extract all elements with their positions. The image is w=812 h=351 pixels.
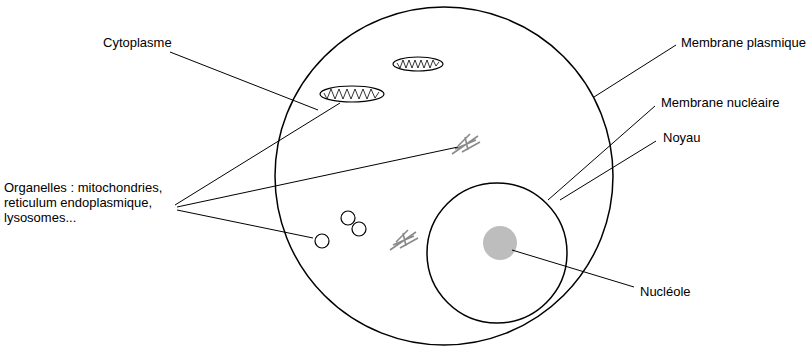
- nuclear-membrane: [427, 183, 567, 323]
- leader-line: [177, 147, 458, 207]
- callout-label: Noyau: [663, 130, 701, 145]
- lysosome: [352, 222, 366, 236]
- callout-label: Nucléole: [640, 284, 691, 299]
- mitochondrion-outline: [393, 57, 443, 71]
- reticulum-lines: [390, 230, 418, 250]
- leader-line: [594, 45, 676, 97]
- callout-label: Membrane nucléaire: [661, 95, 780, 110]
- lysosome-group: [315, 211, 366, 248]
- leader-line: [170, 52, 318, 110]
- mitochondrion-cristae: [324, 89, 379, 99]
- lysosome: [315, 234, 329, 248]
- reticulum-lines: [452, 134, 480, 154]
- plasma-membrane: [275, 7, 613, 345]
- callout-label: Membrane plasmique: [681, 35, 806, 50]
- callout-label: Cytoplasme: [103, 35, 172, 50]
- leader-line: [177, 210, 313, 238]
- callout-label: Organelles : mitochondries, reticulum en…: [4, 180, 174, 225]
- leader-line: [512, 250, 634, 287]
- nucleolus: [483, 226, 517, 260]
- lysosome: [341, 211, 355, 225]
- leader-line: [548, 106, 655, 200]
- leader-lines: [170, 45, 676, 287]
- mitochondrion: [393, 57, 443, 71]
- mitochondrion-outline: [320, 86, 384, 102]
- leader-line: [560, 141, 656, 200]
- mitochondrion: [320, 86, 384, 102]
- mitochondrion-cristae: [397, 60, 439, 68]
